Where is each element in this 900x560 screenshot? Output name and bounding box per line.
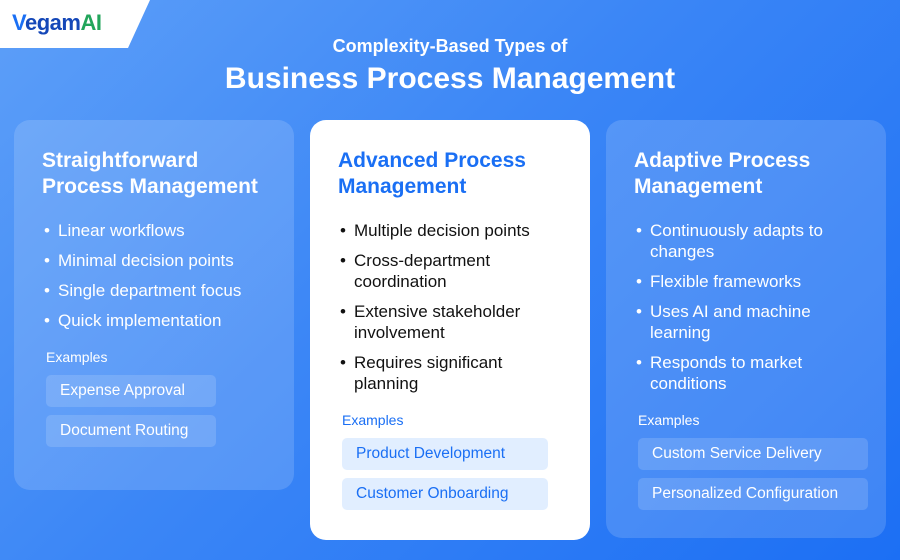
- card-advanced: Advanced Process Management Multiple dec…: [310, 120, 590, 540]
- vegamai-logo: VegamAI: [12, 10, 102, 35]
- list-item: Multiple decision points: [338, 220, 562, 241]
- bullet-list: Linear workflows Minimal decision points…: [42, 220, 266, 331]
- card-title: Adaptive Process Management: [634, 149, 811, 198]
- bullet-list: Continuously adapts to changes Flexible …: [634, 220, 858, 394]
- list-item: Responds to market conditions: [634, 352, 858, 394]
- example-chip: Document Routing: [46, 415, 216, 447]
- list-item: Uses AI and machine learning: [634, 301, 858, 343]
- card-title: Advanced Process Management: [338, 149, 526, 198]
- list-item: Continuously adapts to changes: [634, 220, 858, 262]
- list-item: Extensive stakeholder involvement: [338, 301, 562, 343]
- list-item: Single department focus: [42, 280, 266, 301]
- card-straightforward: Straightforward Process Management Linea…: [14, 120, 294, 490]
- example-chip: Product Development: [342, 438, 548, 470]
- list-item: Flexible frameworks: [634, 271, 858, 292]
- list-item: Quick implementation: [42, 310, 266, 331]
- list-item: Cross-department coordination: [338, 250, 562, 292]
- examples-label: Examples: [342, 412, 404, 428]
- examples-label: Examples: [46, 349, 108, 365]
- page-title: Business Process Management: [224, 62, 676, 95]
- list-item: Linear workflows: [42, 220, 266, 241]
- logo-banner: VegamAI: [0, 0, 150, 48]
- card-title: Straightforward Process Management: [42, 149, 258, 198]
- page-subtitle: Complexity-Based Types of: [332, 36, 568, 56]
- list-item: Minimal decision points: [42, 250, 266, 271]
- example-chip: Personalized Configuration: [638, 478, 868, 510]
- card-adaptive: Adaptive Process Management Continuously…: [606, 120, 886, 538]
- list-item: Requires significant planning: [338, 352, 562, 394]
- bullet-list: Multiple decision points Cross-departmen…: [338, 220, 562, 394]
- example-chip: Custom Service Delivery: [638, 438, 868, 470]
- example-chip: Expense Approval: [46, 375, 216, 407]
- example-chip: Customer Onboarding: [342, 478, 548, 510]
- examples-label: Examples: [638, 412, 700, 428]
